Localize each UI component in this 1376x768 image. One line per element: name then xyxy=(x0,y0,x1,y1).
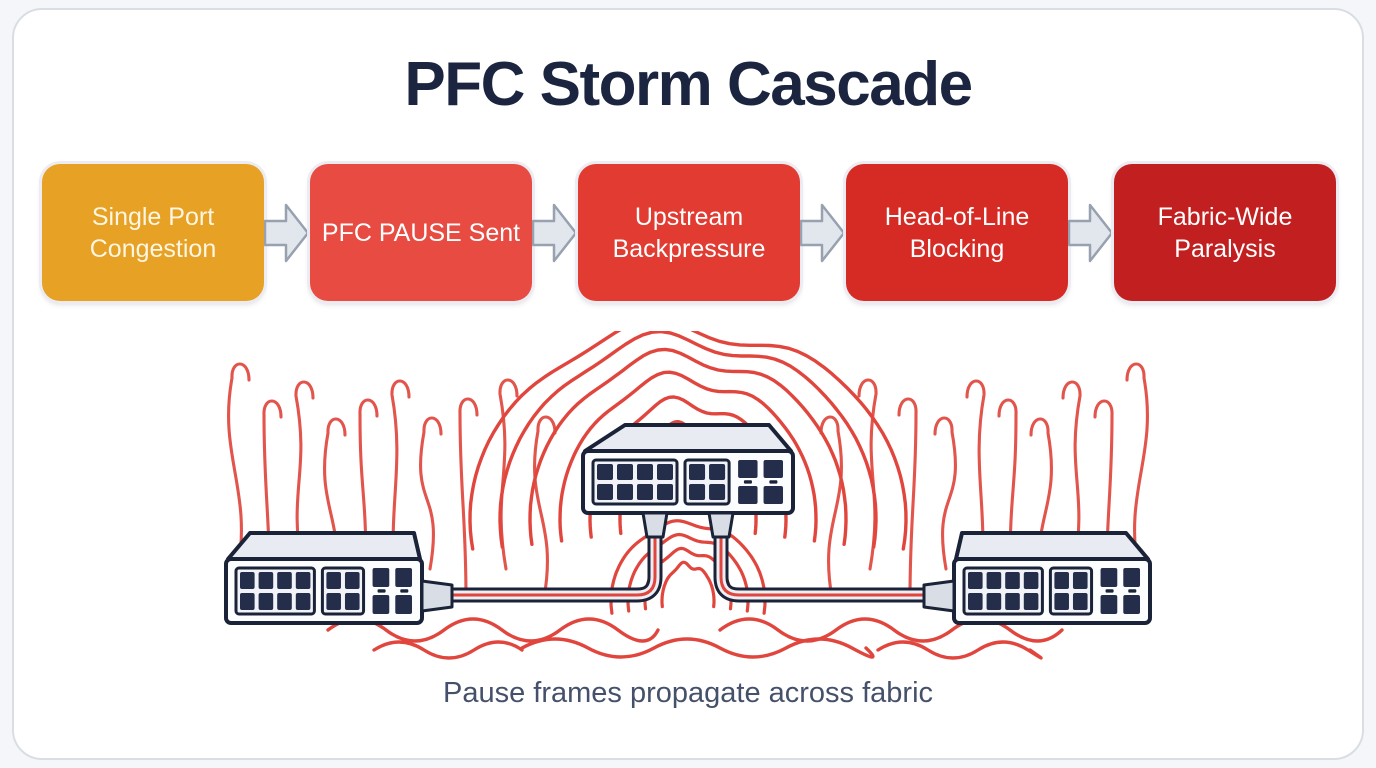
diagram-card: PFC Storm Cascade Single Port Congestion… xyxy=(12,8,1364,760)
flow-step-label: Single Port Congestion xyxy=(89,202,217,263)
flow-step-pfc-pause-sent: PFC PAUSE Sent xyxy=(310,164,532,301)
flow-step-label: PFC PAUSE Sent xyxy=(321,218,521,247)
arrow-right-icon xyxy=(532,203,578,262)
arrow-right-icon xyxy=(1068,203,1114,262)
arrow-right-icon xyxy=(264,203,310,262)
flow-step-upstream-backpressure: Upstream Backpressure xyxy=(578,164,800,301)
cascade-flow: Single Port Congestion PFC PAUSE Sent Up… xyxy=(42,164,1336,301)
flow-step-fabric-wide-paralysis: Fabric-Wide Paralysis xyxy=(1114,164,1336,301)
flow-step-single-port-congestion: Single Port Congestion xyxy=(42,164,264,301)
flow-step-label: Fabric-Wide Paralysis xyxy=(1157,202,1293,263)
page-title: PFC Storm Cascade xyxy=(404,50,973,119)
caption: Pause frames propagate across fabric xyxy=(442,677,934,709)
flow-step-label: Upstream Backpressure xyxy=(612,202,766,263)
flow-step-head-of-line-blocking: Head-of-Line Blocking xyxy=(846,164,1068,301)
storm-illustration xyxy=(178,331,1198,661)
flow-step-label: Head-of-Line Blocking xyxy=(884,202,1030,263)
network-switch-storm-icon xyxy=(224,331,1152,660)
arrow-right-icon xyxy=(800,203,846,262)
